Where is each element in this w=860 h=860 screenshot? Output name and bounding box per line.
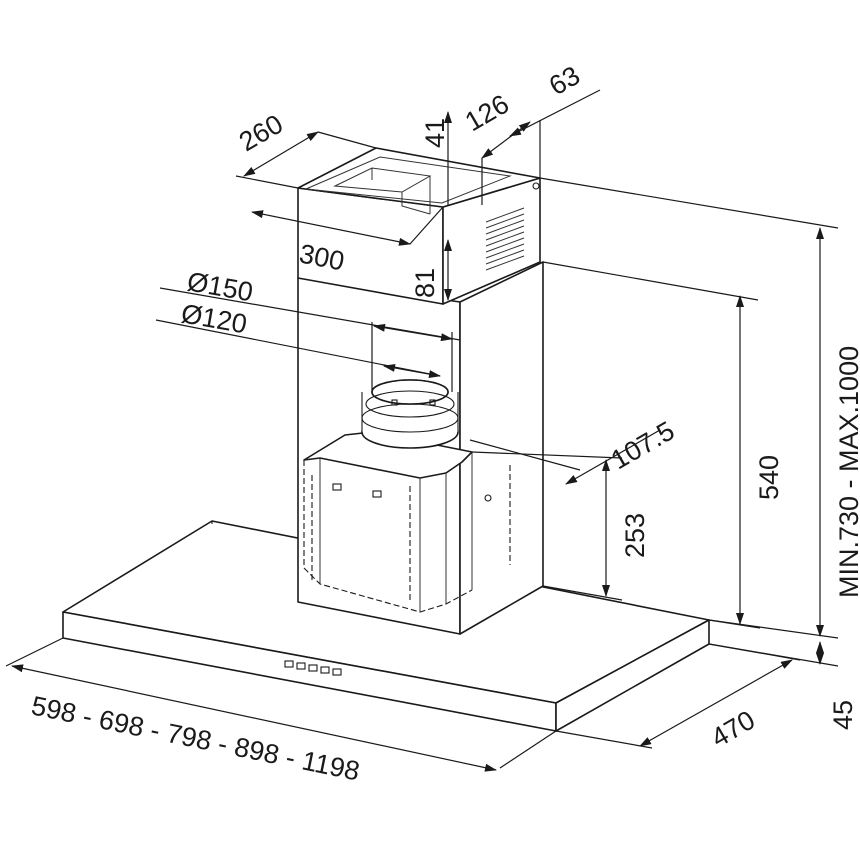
label-126: 126 xyxy=(460,89,514,138)
label-total-height: MIN.730 - MAX.1000 xyxy=(834,346,860,598)
vent-grille xyxy=(485,207,525,271)
label-107-5: 107.5 xyxy=(606,415,680,475)
label-41: 41 xyxy=(420,118,450,148)
label-45: 45 xyxy=(828,700,858,730)
label-260: 260 xyxy=(234,109,288,158)
motor-box xyxy=(303,431,511,613)
dimension-lines xyxy=(5,89,839,772)
label-253: 253 xyxy=(620,513,650,558)
outlet-collar xyxy=(361,379,459,449)
label-540: 540 xyxy=(754,455,784,500)
label-81: 81 xyxy=(410,268,440,298)
label-63: 63 xyxy=(544,60,585,101)
label-470: 470 xyxy=(706,705,760,754)
